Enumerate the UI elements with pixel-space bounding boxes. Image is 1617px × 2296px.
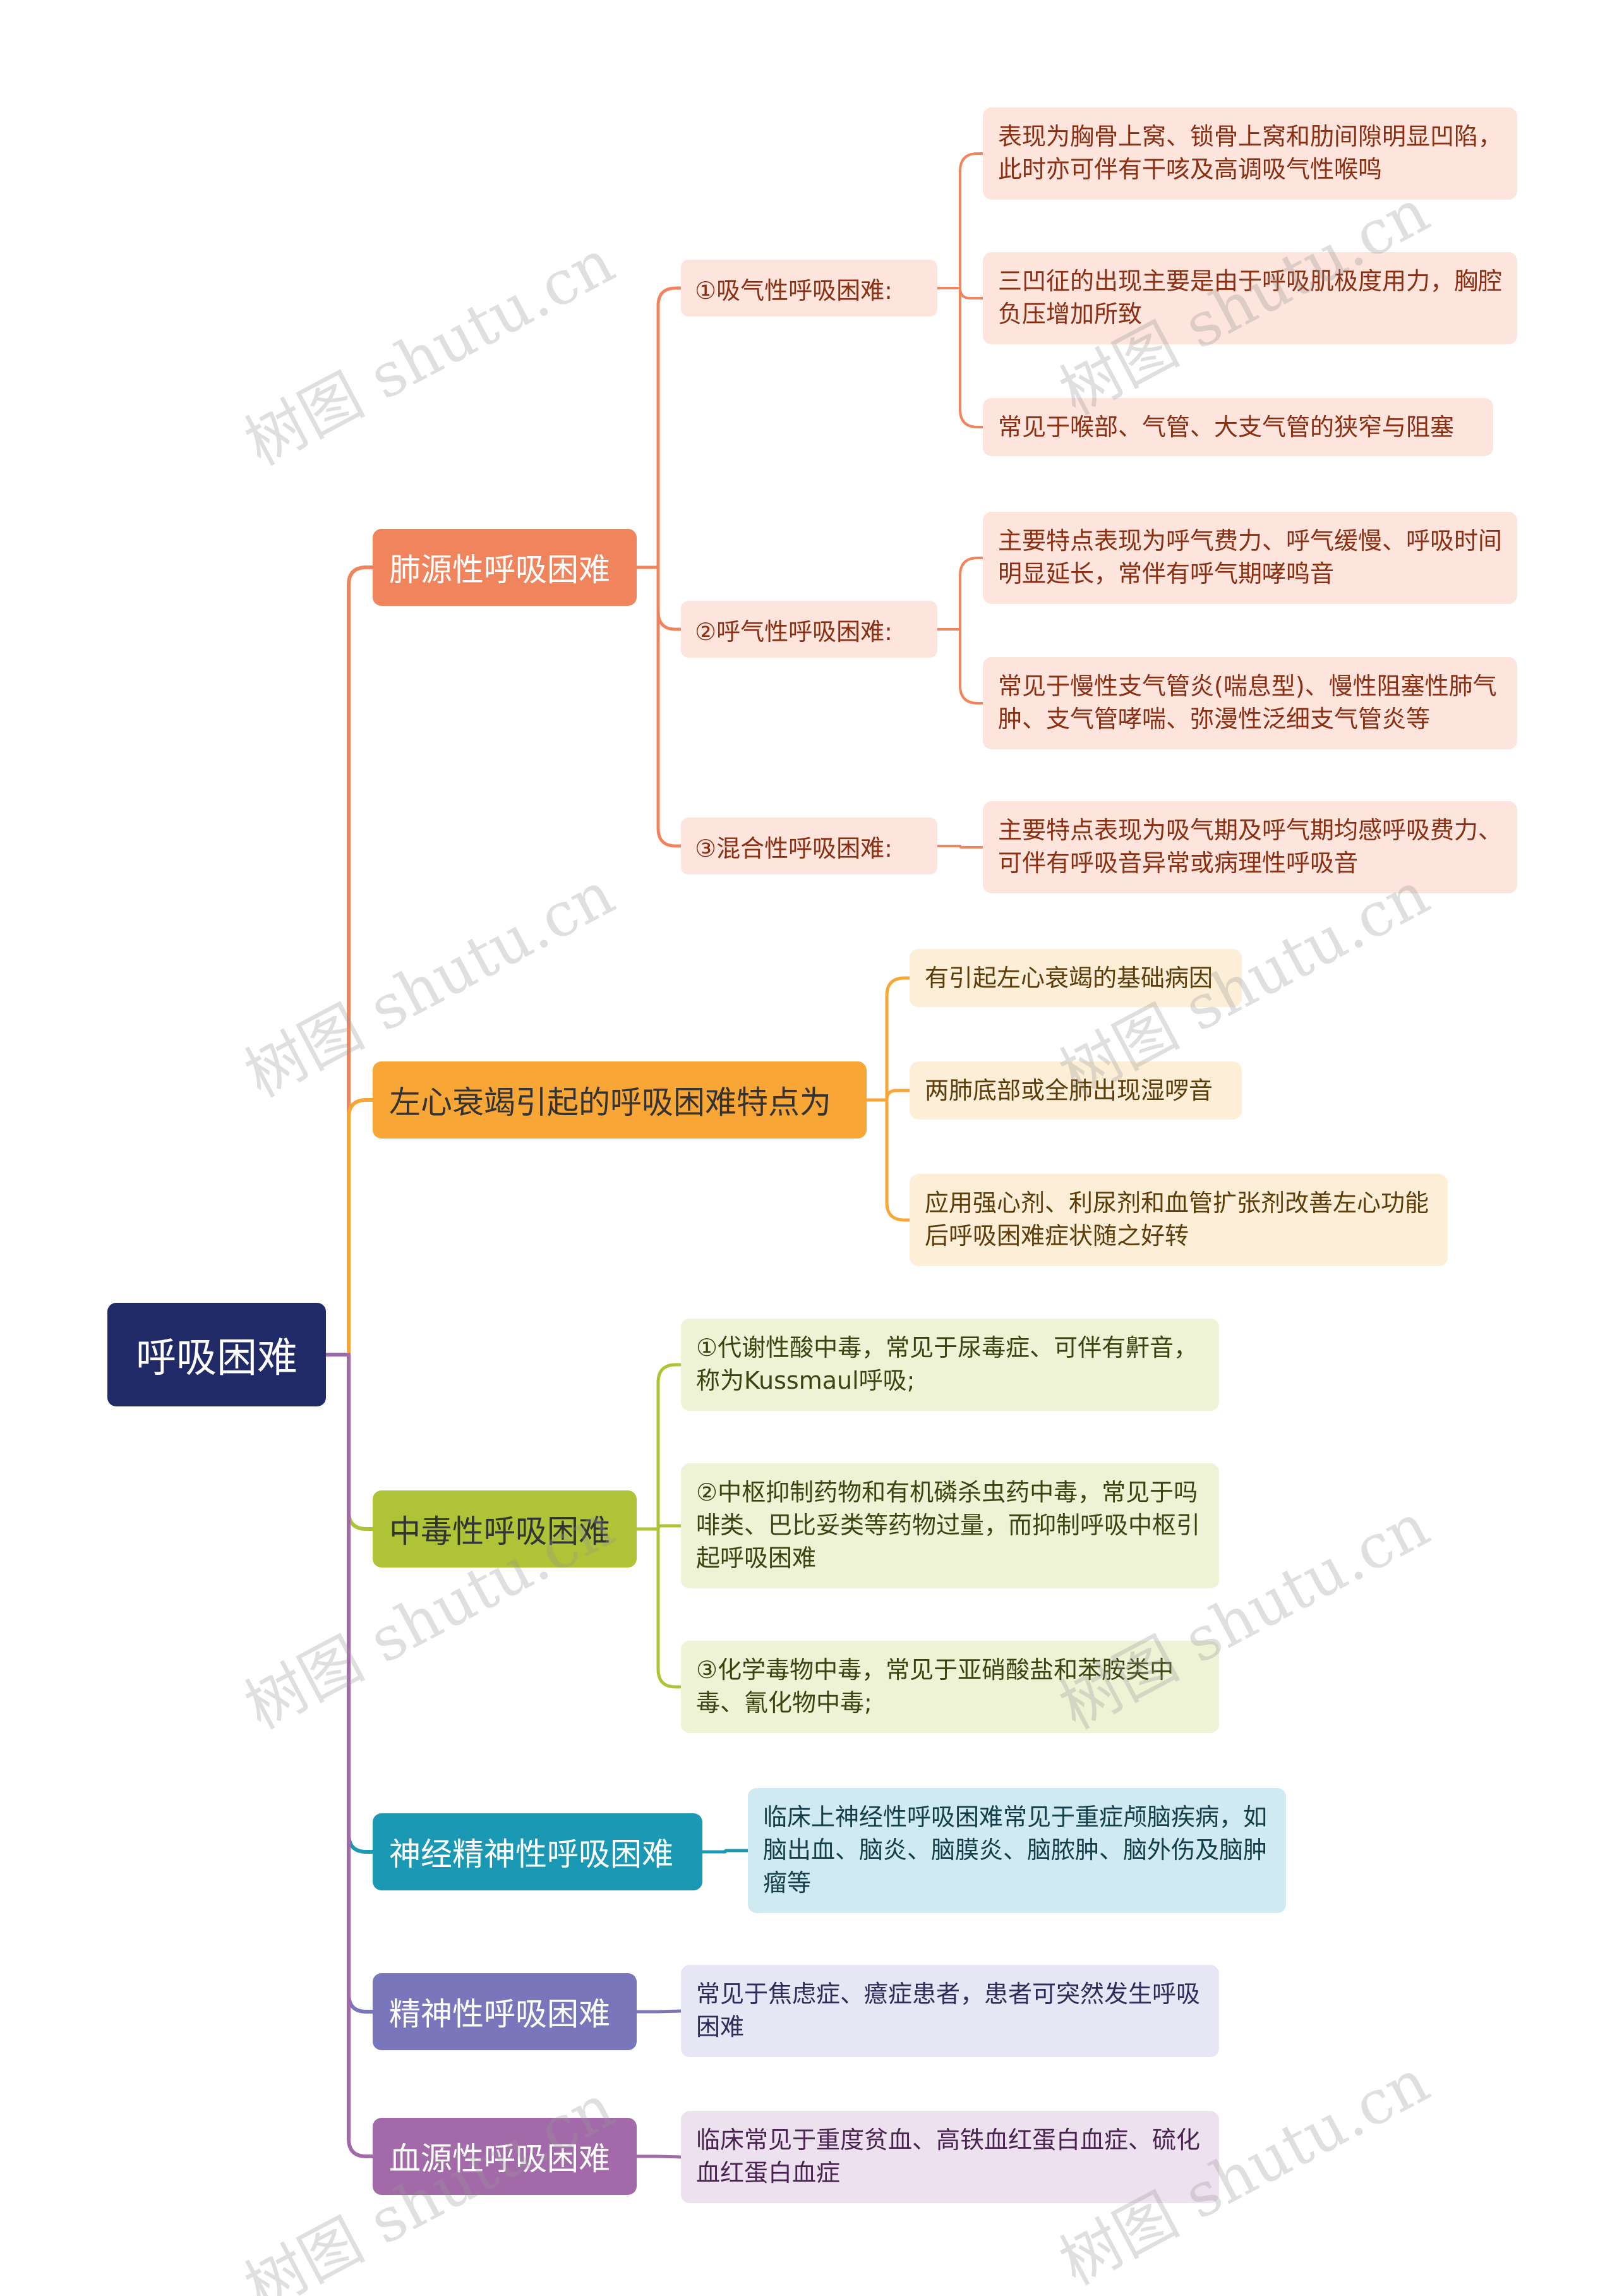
- root-topic[interactable]: 呼吸困难: [107, 1303, 326, 1406]
- connector-line: [347, 1098, 375, 1356]
- sub-inspiratory[interactable]: ①吸气性呼吸困难:: [681, 260, 937, 317]
- connector-line: [656, 565, 683, 631]
- connector-line: [959, 152, 984, 289]
- connector-line: [347, 1353, 375, 2158]
- connector-line: [656, 1363, 683, 1531]
- leaf-expiratory-2[interactable]: 常见于慢性支气管炎(喘息型)、慢性阻塞性肺气肿、支气管哮喘、弥漫性泛细支气管炎等: [983, 657, 1517, 749]
- leaf-psych-1[interactable]: 常见于焦虑症、癔症患者，患者可突然发生呼吸困难: [681, 1965, 1219, 2057]
- connector-line: [959, 557, 984, 631]
- branch-left-heart-failure[interactable]: 左心衰竭引起的呼吸困难特点为: [373, 1061, 867, 1139]
- connector-line: [656, 565, 683, 848]
- connector-line: [959, 287, 984, 428]
- connector-line: [347, 1353, 375, 2014]
- branch-pulmonary[interactable]: 肺源性呼吸困难: [373, 529, 637, 606]
- branch-neuropsychiatric[interactable]: 神经精神性呼吸困难: [373, 1813, 702, 1890]
- connector-line: [656, 1527, 683, 1689]
- connector-line: [959, 845, 984, 849]
- connector-line: [656, 2009, 683, 2014]
- sub-expiratory[interactable]: ②呼气性呼吸困难:: [681, 601, 937, 658]
- connector-line: [885, 976, 911, 1102]
- connector-line: [656, 2154, 683, 2159]
- leaf-toxic-2[interactable]: ②中枢抑制药物和有机磷杀虫药中毒，常见于吗啡类、巴比妥类等药物过量，而抑制呼吸中…: [681, 1463, 1219, 1588]
- leaf-inspiratory-3[interactable]: 常见于喉部、气管、大支气管的狭窄与阻塞: [983, 398, 1493, 456]
- leaf-heart-3[interactable]: 应用强心剂、利尿剂和血管扩张剂改善左心功能后呼吸困难症状随之好转: [910, 1174, 1448, 1266]
- leaf-inspiratory-1[interactable]: 表现为胸骨上窝、锁骨上窝和肋间隙明显凹陷，此时亦可伴有干咳及高调吸气性喉鸣: [983, 107, 1517, 200]
- connector-line: [347, 1353, 375, 1531]
- leaf-toxic-1[interactable]: ①代谢性酸中毒，常见于尿毒症、可伴有鼾音，称为Kussmaul呼吸;: [681, 1319, 1219, 1411]
- connector-line: [656, 1524, 683, 1531]
- connector-line: [959, 287, 984, 299]
- connector-line: [347, 1353, 375, 1854]
- leaf-expiratory-1[interactable]: 主要特点表现为呼气费力、呼气缓慢、呼吸时间明显延长，常伴有呼气期哮鸣音: [983, 512, 1517, 604]
- branch-toxic[interactable]: 中毒性呼吸困难: [373, 1490, 637, 1568]
- leaf-blood-1[interactable]: 临床常见于重度贫血、高铁血红蛋白血症、硫化血红蛋白血症: [681, 2111, 1219, 2203]
- sub-mixed[interactable]: ③混合性呼吸困难:: [681, 818, 937, 874]
- leaf-heart-2[interactable]: 两肺底部或全肺出现湿啰音: [910, 1061, 1242, 1120]
- leaf-inspiratory-2[interactable]: 三凹征的出现主要是由于呼吸肌极度用力，胸腔负压增加所致: [983, 252, 1517, 344]
- connector-line: [885, 1089, 911, 1102]
- connector-line: [959, 628, 984, 704]
- branch-hematogenous[interactable]: 血源性呼吸困难: [373, 2118, 637, 2195]
- connector-line: [347, 565, 375, 1356]
- connector-line: [723, 1849, 750, 1854]
- branch-psychogenic[interactable]: 精神性呼吸困难: [373, 1973, 637, 2050]
- leaf-toxic-3[interactable]: ③化学毒物中毒，常见于亚硝酸盐和苯胺类中毒、氰化物中毒;: [681, 1641, 1219, 1733]
- leaf-neuro-1[interactable]: 临床上神经性呼吸困难常见于重症颅脑疾病，如脑出血、脑炎、脑膜炎、脑脓肿、脑外伤及…: [748, 1788, 1286, 1913]
- connector-line: [656, 286, 683, 569]
- leaf-heart-1[interactable]: 有引起左心衰竭的基础病因: [910, 949, 1242, 1007]
- leaf-mixed-1[interactable]: 主要特点表现为吸气期及呼气期均感呼吸费力、可伴有呼吸音异常或病理性呼吸音: [983, 801, 1517, 893]
- connector-line: [885, 1098, 911, 1222]
